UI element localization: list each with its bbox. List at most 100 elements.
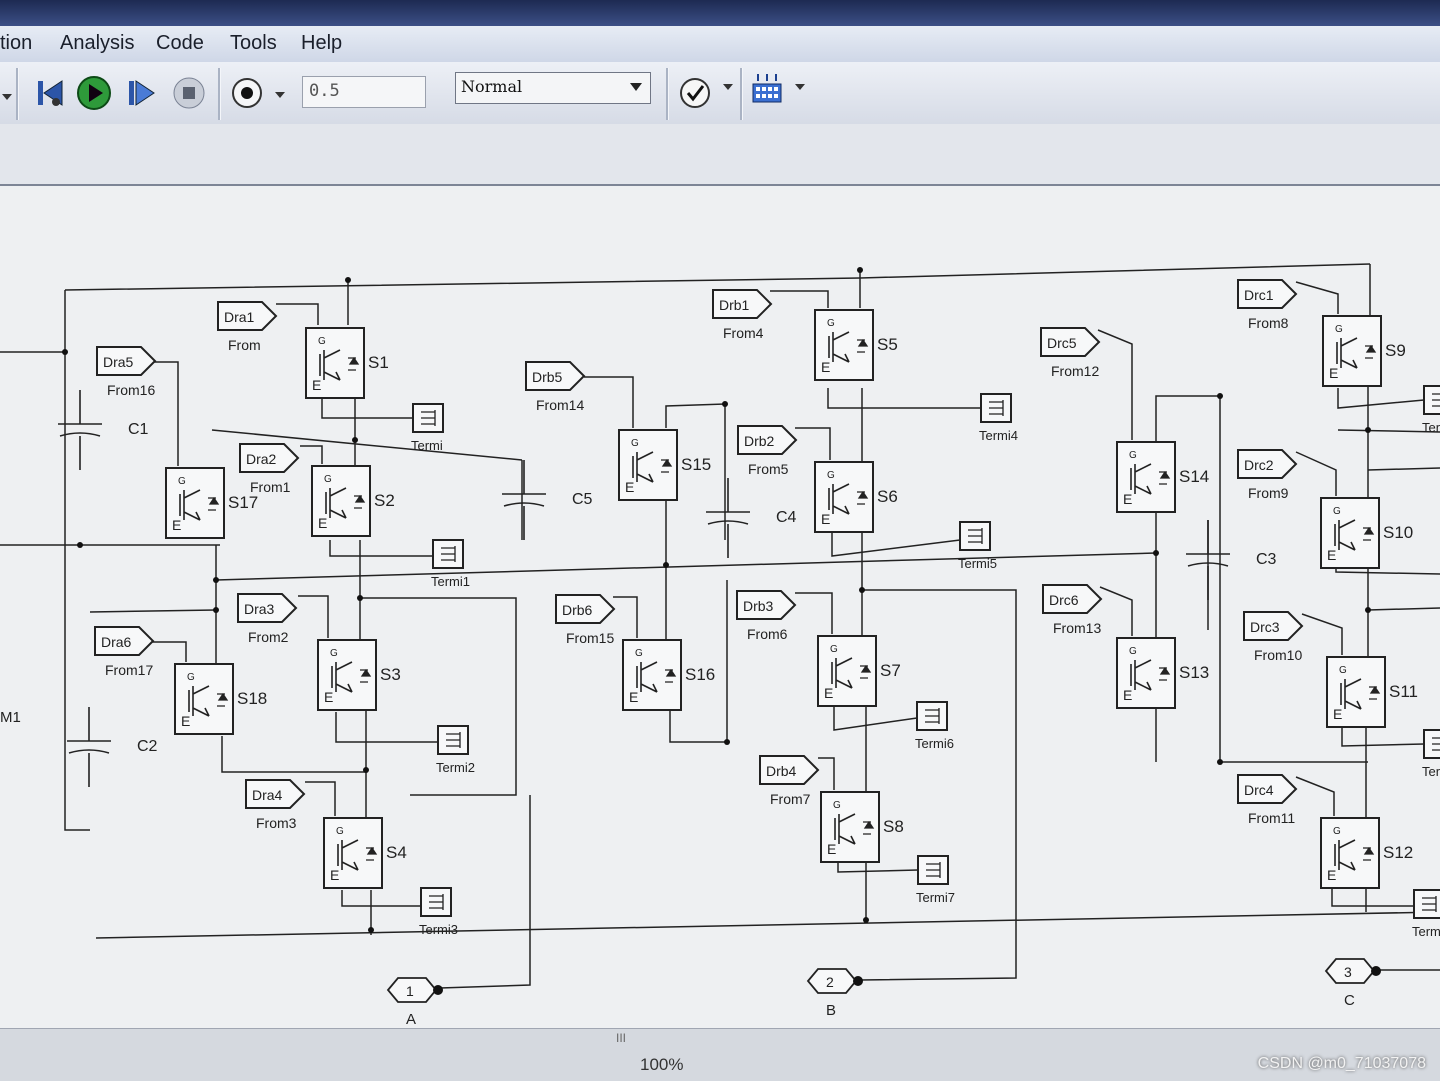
- terminator-block[interactable]: Termi1: [431, 539, 470, 589]
- stop-time-input[interactable]: 0.5: [302, 76, 426, 108]
- terminator-label: Termi1: [431, 574, 470, 589]
- tag-label: Dra1: [224, 309, 255, 325]
- signal-line: [1099, 586, 1133, 636]
- signal-line: [298, 595, 329, 638]
- run-button[interactable]: [75, 74, 113, 112]
- terminator-block[interactable]: Termi2: [436, 725, 475, 775]
- terminator-label: Termi4: [979, 428, 1018, 443]
- terminator-block[interactable]: Termi: [411, 403, 444, 453]
- switch-label: S12: [1383, 843, 1413, 862]
- terminator-icon: [968, 528, 983, 544]
- terminator-block[interactable]: Termi4: [979, 393, 1018, 443]
- terminator-block[interactable]: Termi6: [915, 701, 954, 751]
- menu-code[interactable]: Code: [156, 32, 204, 54]
- outport-A[interactable]: 1A: [386, 977, 443, 1028]
- terminator-block[interactable]: Termi3: [419, 887, 458, 937]
- record-button[interactable]: [228, 74, 266, 112]
- chevron-down-icon[interactable]: [723, 84, 733, 90]
- menu-simulation[interactable]: tion: [0, 32, 33, 54]
- igbt-symbol-icon: [1336, 337, 1358, 369]
- terminator-label: Ter: [1422, 420, 1440, 435]
- from-label: From3: [256, 815, 297, 831]
- switch-label: S14: [1179, 467, 1209, 486]
- chevron-down-icon[interactable]: [795, 84, 805, 90]
- model-advisor-button[interactable]: [676, 74, 714, 112]
- switch-label: S5: [877, 335, 898, 354]
- igbt-symbol-icon: [1130, 463, 1152, 495]
- signal-line: [584, 376, 634, 428]
- capacitor-label: C5: [572, 491, 593, 508]
- outport-B[interactable]: 2B: [806, 968, 863, 1019]
- chevron-down-icon[interactable]: [2, 94, 12, 100]
- outport-C[interactable]: 3C: [1324, 958, 1381, 1009]
- step-back-button[interactable]: [30, 74, 68, 112]
- signal-line: [669, 580, 728, 743]
- model-browser-strip: [0, 124, 1440, 186]
- capacitor-C4[interactable]: C4: [706, 478, 797, 558]
- capacitor-C2[interactable]: C2: [67, 707, 158, 787]
- pin-g-label: G: [827, 470, 835, 481]
- terminator-block[interactable]: Termi7: [916, 855, 955, 905]
- terminator-block[interactable]: Ter: [1422, 729, 1440, 779]
- junction-dot: [1153, 550, 1159, 556]
- capacitor-C5[interactable]: C5: [502, 460, 593, 540]
- capacitor-C3[interactable]: C3: [1186, 520, 1277, 600]
- tag-shape: [239, 443, 300, 473]
- build-button[interactable]: [748, 70, 786, 108]
- capacitor-C1[interactable]: C1: [58, 390, 149, 470]
- stop-button[interactable]: [170, 74, 208, 112]
- simulation-mode-select[interactable]: Normal: [455, 72, 651, 104]
- terminator-block[interactable]: Termi5: [958, 521, 997, 571]
- terminator-block[interactable]: Term: [1412, 889, 1440, 939]
- step-forward-button[interactable]: [122, 74, 160, 112]
- chevron-down-icon[interactable]: [275, 92, 285, 98]
- junction-dot: [357, 595, 363, 601]
- scroll-grip[interactable]: III: [616, 1031, 627, 1045]
- pin-g-label: G: [631, 438, 639, 449]
- junction-dot: [663, 562, 669, 568]
- menu-tools[interactable]: Tools: [230, 32, 277, 54]
- menu-analysis[interactable]: Analysis: [60, 32, 135, 54]
- terminator-block[interactable]: Ter: [1422, 385, 1440, 435]
- menu-help[interactable]: Help: [301, 32, 343, 54]
- port-label: A: [406, 1011, 416, 1028]
